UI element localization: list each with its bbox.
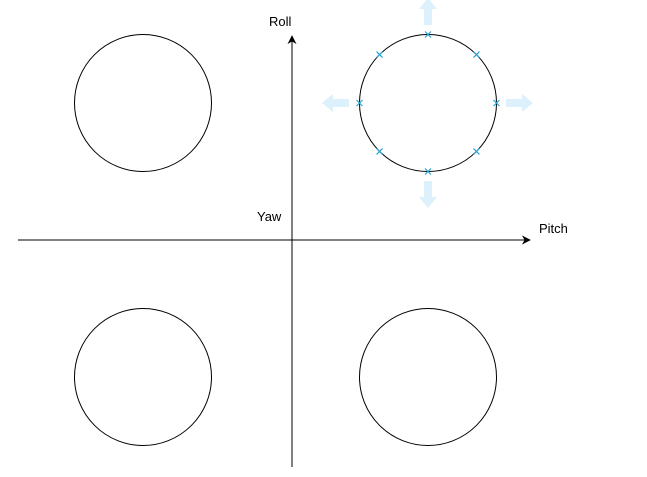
connection-point-w-icon[interactable] xyxy=(356,99,363,107)
connection-point-e-icon[interactable] xyxy=(493,99,500,107)
selection-overlay xyxy=(322,0,533,208)
circle-bottom-left[interactable] xyxy=(74,308,212,446)
connect-arrow-up-icon[interactable] xyxy=(419,0,437,25)
yaw-axis-label: Yaw xyxy=(257,209,282,224)
connection-point-n-icon[interactable] xyxy=(424,31,432,38)
connection-point-se-icon[interactable] xyxy=(473,148,480,155)
connection-point-sw-icon[interactable] xyxy=(376,148,383,155)
connection-point-s-icon[interactable] xyxy=(424,168,432,175)
connect-arrow-down-icon[interactable] xyxy=(419,181,437,208)
connect-arrow-right-icon[interactable] xyxy=(506,94,533,112)
circle-bottom-right[interactable] xyxy=(359,308,497,446)
connection-point-ne-icon[interactable] xyxy=(473,51,480,58)
connection-point-nw-icon[interactable] xyxy=(376,51,383,58)
circle-top-left[interactable] xyxy=(74,34,212,172)
pitch-axis-label: Pitch xyxy=(539,221,568,236)
roll-axis-label: Roll xyxy=(269,14,292,29)
connect-arrow-left-icon[interactable] xyxy=(322,94,349,112)
